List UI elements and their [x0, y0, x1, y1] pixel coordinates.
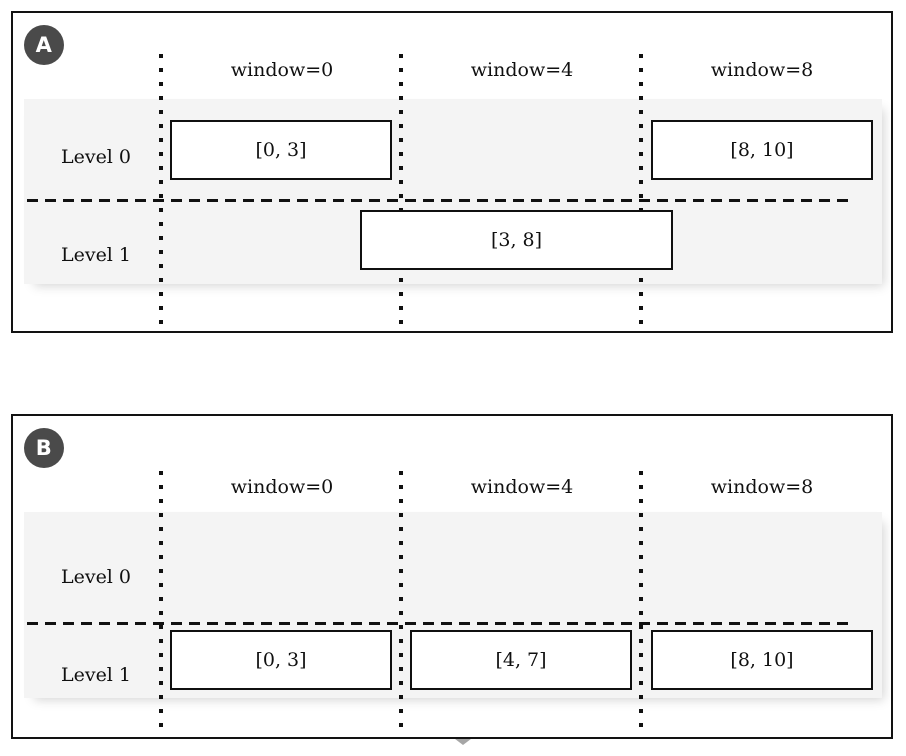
- panel-a-column-header-window-4: window=4: [470, 59, 574, 81]
- panel-a-window-separator-4: [399, 54, 403, 327]
- transition-group: Strict window compaction, window = 4: [0, 340, 906, 745]
- panel-b-column-header-window-0: window=0: [230, 476, 334, 498]
- panel-b-column-header-window-4: window=4: [470, 476, 574, 498]
- panel-a-window-separator-8: [639, 54, 643, 327]
- panel-b-row-label-level-0: Level 0: [60, 566, 132, 588]
- panel-a-column-header-window-8: window=8: [710, 59, 814, 81]
- panel-b-level-divider: [27, 622, 855, 625]
- panel-b-window-separator-0: [159, 471, 163, 737]
- panel-a-row-label-level-1: Level 1: [60, 244, 132, 266]
- panel-b-column-header-window-8: window=8: [710, 476, 814, 498]
- panel-b-window-separator-4: [399, 471, 403, 737]
- panel-b-badge-label: B: [35, 436, 53, 460]
- panel-b-interval-box-0-3: [0, 3]: [170, 630, 392, 690]
- panel-a-interval-box-3-8: [3, 8]: [360, 210, 673, 270]
- panel-a-window-separator-0: [159, 54, 163, 327]
- panel-b-interval-box-4-7: [4, 7]: [410, 630, 632, 690]
- panel-a-row-label-level-0: Level 0: [60, 146, 132, 168]
- panel-a: A window=0 window=4 window=8 Level 0 Lev…: [11, 11, 893, 333]
- panel-b-badge: B: [24, 428, 64, 468]
- panel-a-interval-box-0-3: [0, 3]: [170, 120, 392, 180]
- panel-b-row-label-level-1: Level 1: [60, 664, 132, 686]
- panel-a-interval-box-8-10: [8, 10]: [651, 120, 873, 180]
- panel-a-badge: A: [24, 25, 64, 65]
- panel-a-column-header-window-0: window=0: [230, 59, 334, 81]
- panel-b: B window=0 window=4 window=8 Level 0 Lev…: [11, 414, 893, 739]
- panel-a-level-divider: [27, 199, 855, 202]
- panel-b-window-separator-8: [639, 471, 643, 737]
- panel-a-badge-label: A: [35, 33, 53, 57]
- panel-b-interval-box-8-10: [8, 10]: [651, 630, 873, 690]
